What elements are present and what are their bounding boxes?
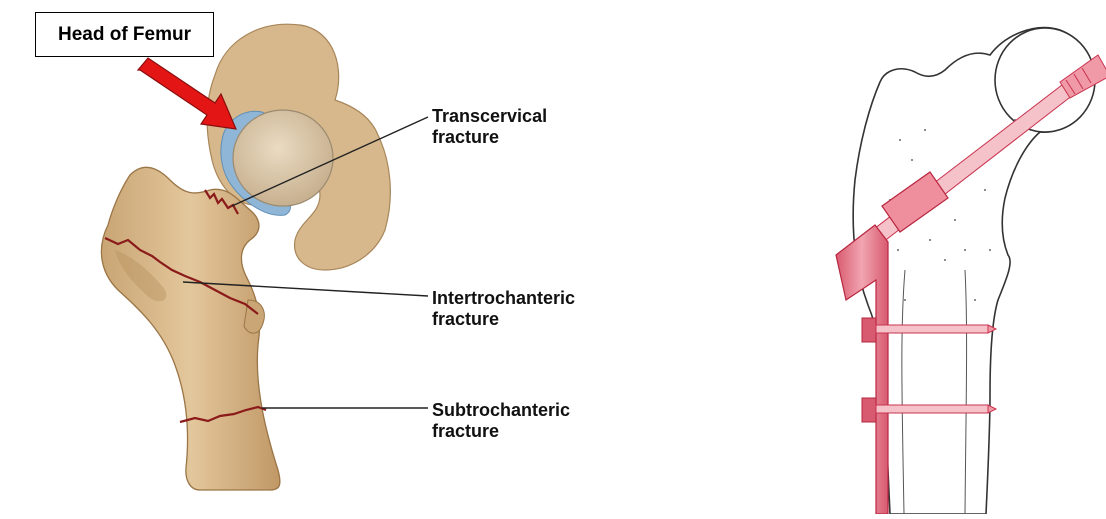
hip-anatomy-illustration — [101, 24, 428, 490]
femoral-head — [233, 110, 333, 206]
side-plate — [836, 225, 888, 514]
head-of-femur-callout: Head of Femur — [35, 12, 214, 57]
intertrochanteric-label-line1: Intertrochanteric — [432, 288, 575, 309]
transcervical-label-line1: Transcervical — [432, 106, 547, 127]
transcervical-label: Transcervical fracture — [432, 106, 547, 148]
head-of-femur-callout-text: Head of Femur — [58, 24, 191, 46]
intertrochanteric-label-line2: fracture — [432, 309, 575, 330]
subtrochanteric-label-line1: Subtrochanteric — [432, 400, 570, 421]
subtrochanteric-label-line2: fracture — [432, 421, 570, 442]
intertrochanteric-label: Intertrochanteric fracture — [432, 288, 575, 330]
hip-screw-fixation-illustration — [836, 28, 1106, 514]
subtrochanteric-label: Subtrochanteric fracture — [432, 400, 570, 442]
transcervical-label-line2: fracture — [432, 127, 547, 148]
